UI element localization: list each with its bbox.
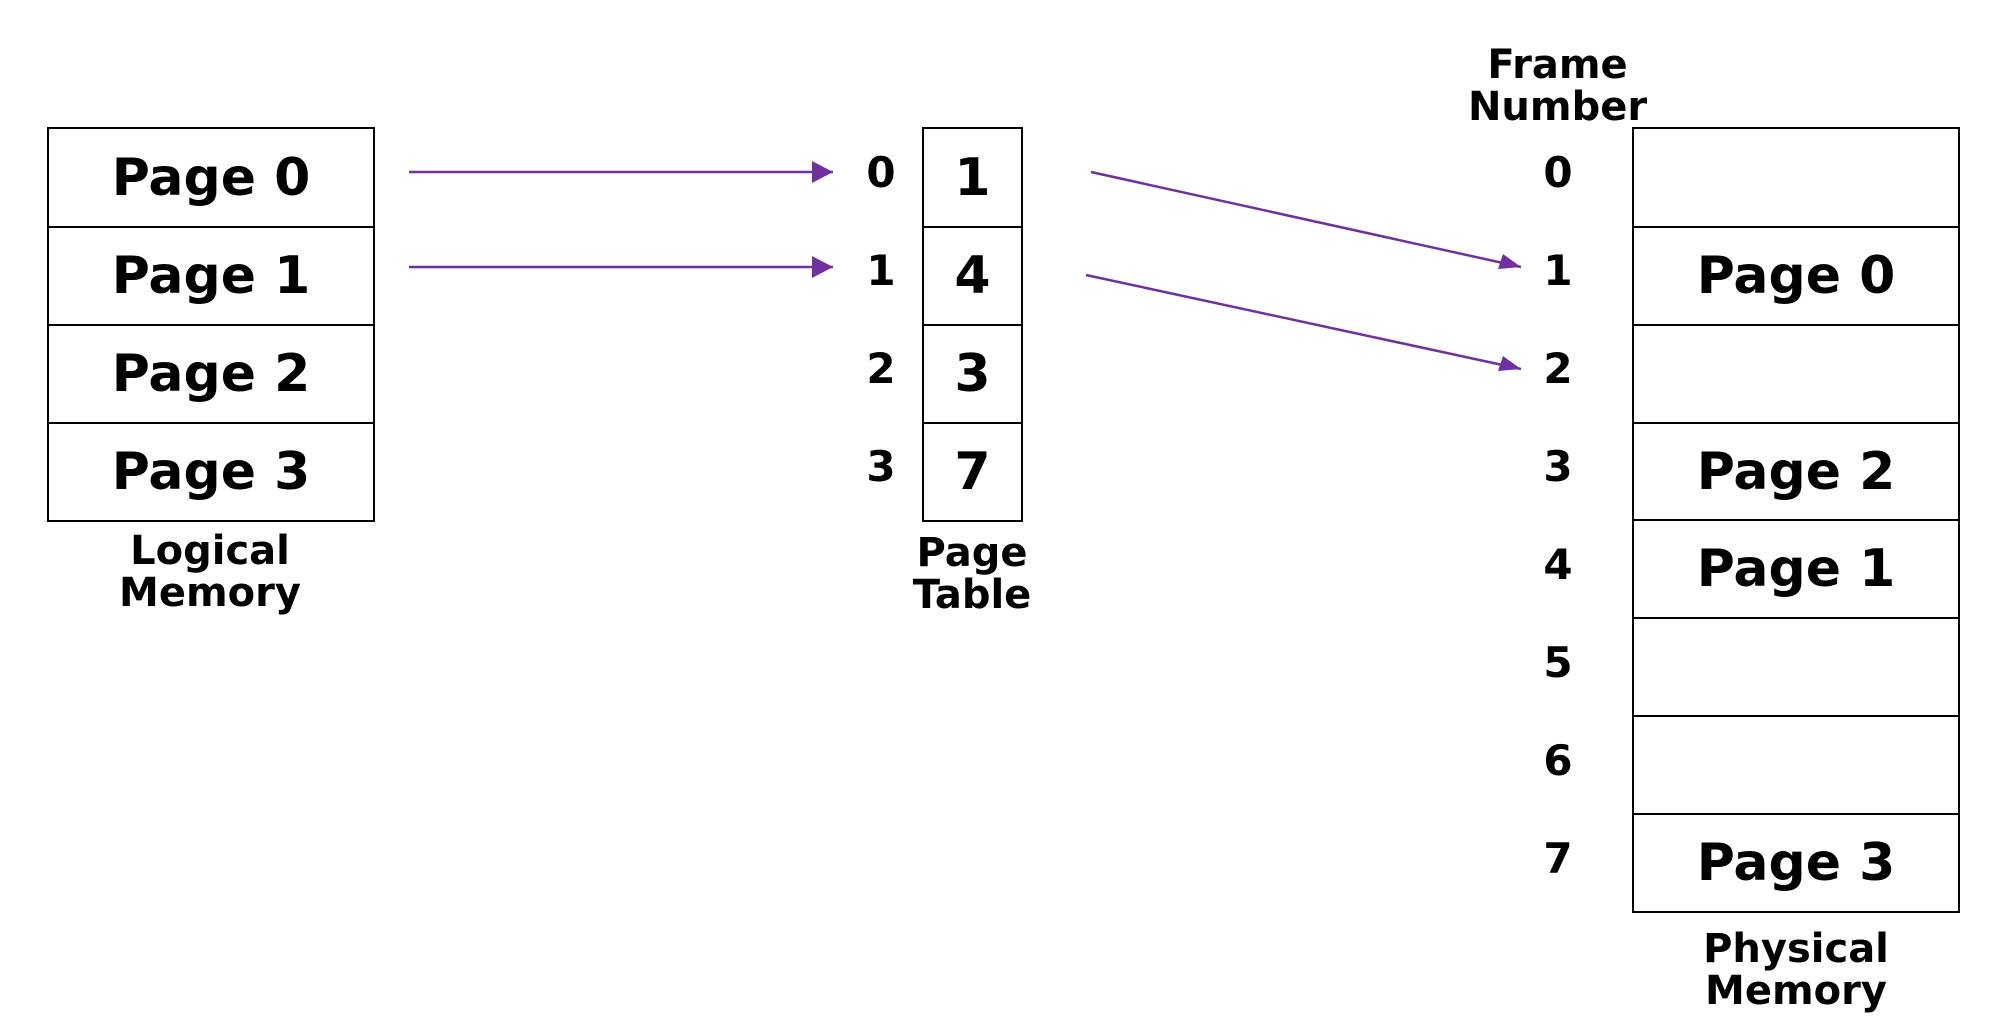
physical-frame-5 bbox=[1634, 617, 1958, 715]
arrowhead-frame-2 bbox=[1498, 356, 1521, 371]
page-table-index-2: 2 bbox=[866, 344, 896, 393]
arrowhead-logical-page-0 bbox=[812, 161, 833, 183]
page-table-frame-1: 4 bbox=[924, 226, 1021, 324]
logical-memory-caption: Logical Memory bbox=[90, 530, 330, 614]
frame-number-4: 4 bbox=[1543, 540, 1573, 589]
arrow-table-0-to-frame-1 bbox=[1090, 170, 1522, 269]
frame-number-header: Frame Number bbox=[1445, 44, 1670, 128]
arrowhead-frame-1 bbox=[1498, 254, 1521, 269]
page-table-index-3: 3 bbox=[866, 442, 896, 491]
frame-number-6: 6 bbox=[1543, 736, 1573, 785]
frame-number-5: 5 bbox=[1543, 638, 1573, 687]
logical-page-0: Page 0 bbox=[111, 147, 311, 208]
physical-frame-4: Page 1 bbox=[1634, 519, 1958, 617]
physical-frame-1: Page 0 bbox=[1634, 226, 1958, 324]
physical-memory-caption-line1: Physical bbox=[1703, 926, 1889, 972]
physical-frame-3: Page 2 bbox=[1634, 422, 1958, 519]
page-table-caption: Page Table bbox=[912, 530, 1032, 618]
logical-memory-caption-line2: Memory bbox=[119, 570, 301, 616]
physical-memory-box: Page 0 Page 2 Page 1 Page 3 bbox=[1632, 127, 1960, 913]
logical-memory-box: Page 0 Page 1 Page 2 Page 3 bbox=[47, 127, 375, 522]
logical-memory-caption-line1: Logical bbox=[130, 528, 290, 574]
page-table-frame-2: 3 bbox=[924, 324, 1021, 422]
frame-number-header-line2: Number bbox=[1467, 84, 1648, 130]
physical-frame-6 bbox=[1634, 715, 1958, 813]
page-table-index-1: 1 bbox=[866, 246, 896, 295]
page-table-frame-0: 1 bbox=[954, 147, 991, 208]
physical-memory-caption-line2: Memory bbox=[1705, 968, 1887, 1014]
physical-memory-caption: Physical Memory bbox=[1676, 928, 1916, 1012]
frame-number-2: 2 bbox=[1543, 344, 1573, 393]
page-table-box: 1 4 3 7 bbox=[922, 127, 1023, 522]
physical-frame-0 bbox=[1634, 129, 1958, 226]
logical-page-2: Page 2 bbox=[49, 324, 373, 422]
arrowhead-logical-page-1 bbox=[812, 256, 833, 278]
logical-page-3: Page 3 bbox=[49, 422, 373, 519]
physical-frame-7: Page 3 bbox=[1634, 813, 1958, 910]
frame-number-header-line1: Frame bbox=[1487, 42, 1628, 88]
frame-number-0: 0 bbox=[1543, 148, 1573, 197]
physical-frame-2 bbox=[1634, 324, 1958, 422]
arrow-table-1-to-frame-2 bbox=[1085, 273, 1522, 371]
frame-number-1: 1 bbox=[1543, 246, 1573, 295]
logical-page-1: Page 1 bbox=[49, 226, 373, 324]
page-table-frame-3: 7 bbox=[924, 422, 1021, 519]
page-table-index-0: 0 bbox=[866, 148, 896, 197]
frame-number-7: 7 bbox=[1543, 834, 1573, 883]
frame-number-3: 3 bbox=[1543, 442, 1573, 491]
